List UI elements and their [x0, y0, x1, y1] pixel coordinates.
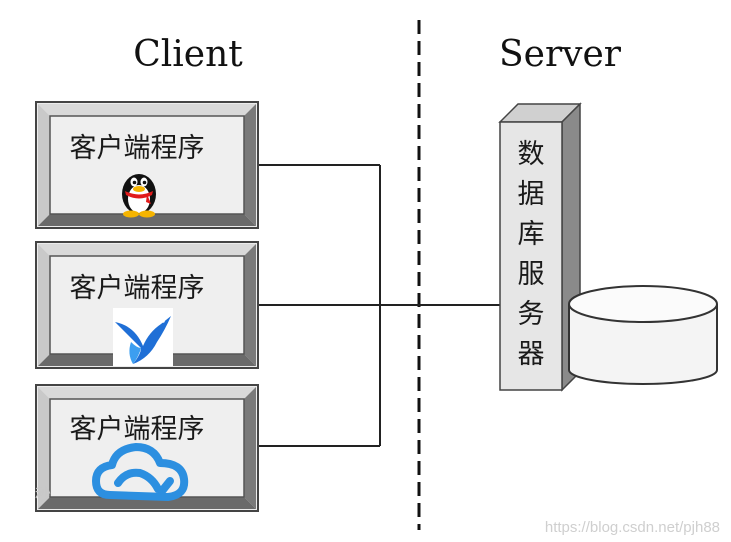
bevel-left — [38, 387, 50, 509]
server-front-face — [499, 121, 563, 391]
client-box-1: 客户端程序 — [35, 101, 259, 229]
client-label-1: 客户端程序 — [70, 133, 205, 164]
qq-penguin-icon — [122, 174, 156, 218]
client-box-2: 客户端程序 — [35, 241, 259, 369]
server-char-5: 务 — [518, 299, 545, 330]
bevel-right — [244, 387, 256, 509]
client-box-3: 客户端程序 — [35, 384, 259, 512]
server-char-6: 器 — [518, 339, 545, 370]
bevel-left — [38, 104, 50, 226]
server-char-4: 服 — [518, 259, 545, 290]
swift-bird-icon — [113, 308, 173, 366]
corner-mark: 秒 — [35, 485, 51, 504]
bevel-top — [38, 104, 256, 116]
connection-lines — [258, 164, 500, 447]
bevel-left — [38, 244, 50, 366]
server-char-1: 数 — [518, 139, 545, 170]
client-label-2: 客户端程序 — [70, 273, 205, 304]
bevel-right — [244, 244, 256, 366]
client-heading: Client — [133, 34, 243, 75]
server-char-2: 据 — [518, 179, 545, 210]
bevel-bottom — [38, 497, 256, 509]
bevel-top — [38, 244, 256, 256]
server-heading: Server — [499, 34, 622, 75]
server-char-3: 库 — [518, 219, 545, 250]
watermark-url: https://blog.csdn.net/pjh88 — [545, 519, 720, 536]
client-label-3: 客户端程序 — [70, 414, 205, 445]
tencent-cloud-icon — [92, 443, 189, 501]
bevel-top — [38, 387, 256, 399]
bevel-bottom — [38, 214, 256, 226]
database-cylinder-icon — [568, 285, 718, 385]
bevel-right — [244, 104, 256, 226]
